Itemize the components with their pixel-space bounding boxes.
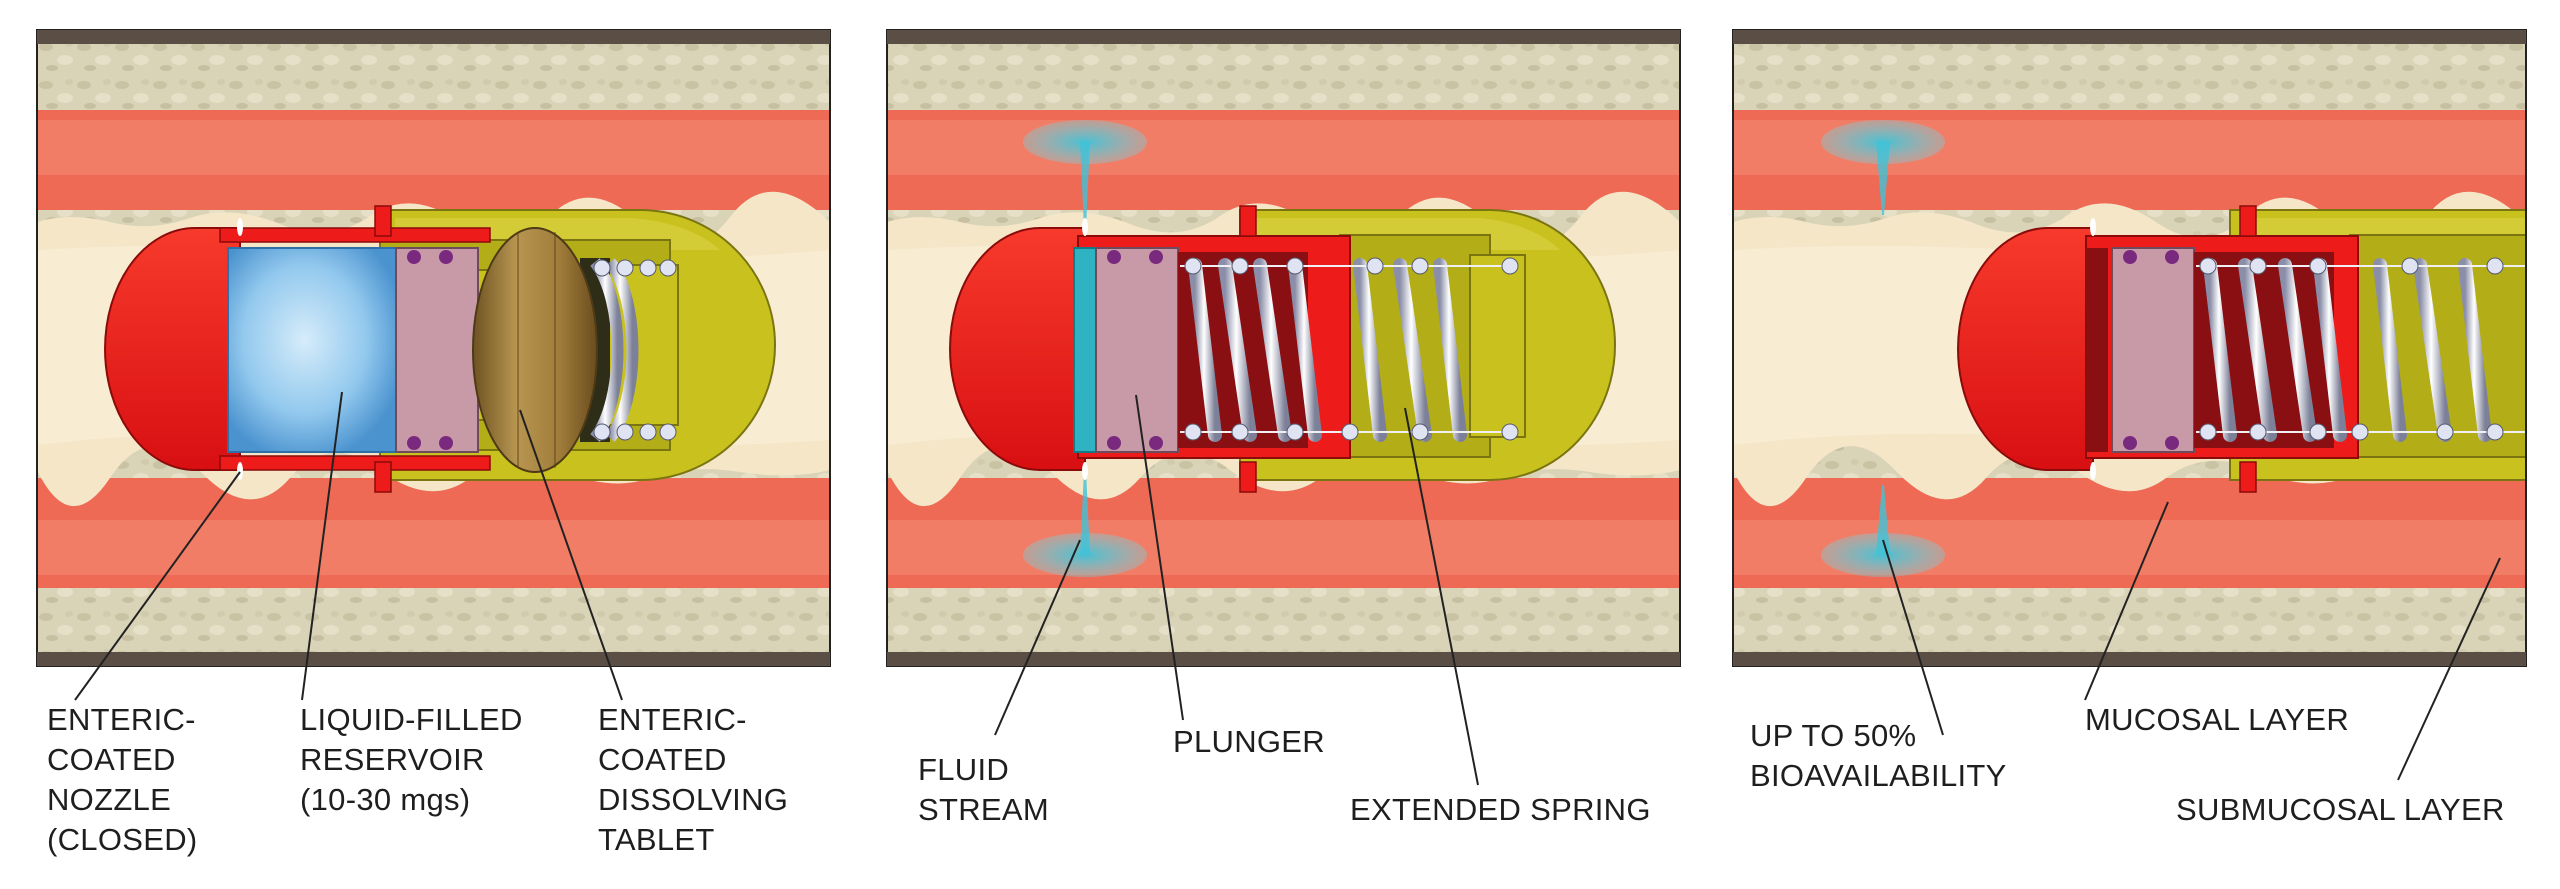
fluid-stream xyxy=(1023,120,1147,577)
leader-bioavailability xyxy=(1882,539,1944,736)
liquid-reservoir xyxy=(227,247,399,453)
fully-extended-spring xyxy=(2194,252,2526,448)
dissolving-tablet xyxy=(472,227,598,473)
label-plunger: PLUNGER xyxy=(1173,724,1325,759)
leader-extended-spring xyxy=(1404,407,1479,786)
leader-plunger xyxy=(1135,394,1184,721)
compressed-spring xyxy=(580,258,677,442)
nozzle-closed xyxy=(237,218,243,236)
label-submucosal-layer: SUBMUCOSAL LAYER xyxy=(2176,792,2505,827)
label-fluid-stream: FLUID STREAM xyxy=(918,752,1049,827)
label-extended-spring: EXTENDED SPRING xyxy=(1350,792,1651,827)
nozzle-cap xyxy=(104,227,241,471)
leader-lines xyxy=(74,391,2501,786)
leader-nozzle xyxy=(74,471,241,701)
panel-released-capsule xyxy=(1733,30,2526,666)
label-enteric-coated-dissolving-tablet: ENTERIC- COATED DISSOLVING TABLET xyxy=(598,702,789,857)
label-enteric-coated-nozzle: ENTERIC- COATED NOZZLE (CLOSED) xyxy=(47,702,198,857)
panel-discharging-capsule xyxy=(887,30,1680,666)
leader-fluid-stream xyxy=(994,539,1081,736)
extended-spring xyxy=(1178,252,1519,448)
leader-tablet xyxy=(519,409,623,701)
leader-reservoir xyxy=(301,391,343,701)
leader-mucosal xyxy=(2084,501,2169,701)
leader-submucosal xyxy=(2397,557,2501,781)
label-mucosal-layer: MUCOSAL LAYER xyxy=(2085,702,2350,737)
absorbed-drug xyxy=(1821,120,1945,577)
panel-closed-capsule xyxy=(37,30,830,666)
label-bioavailability: UP TO 50% BIOAVAILABILITY xyxy=(1750,718,2007,793)
label-liquid-filled-reservoir: LIQUID-FILLED RESERVOIR (10-30 mgs) xyxy=(300,702,523,817)
plunger xyxy=(395,247,479,453)
